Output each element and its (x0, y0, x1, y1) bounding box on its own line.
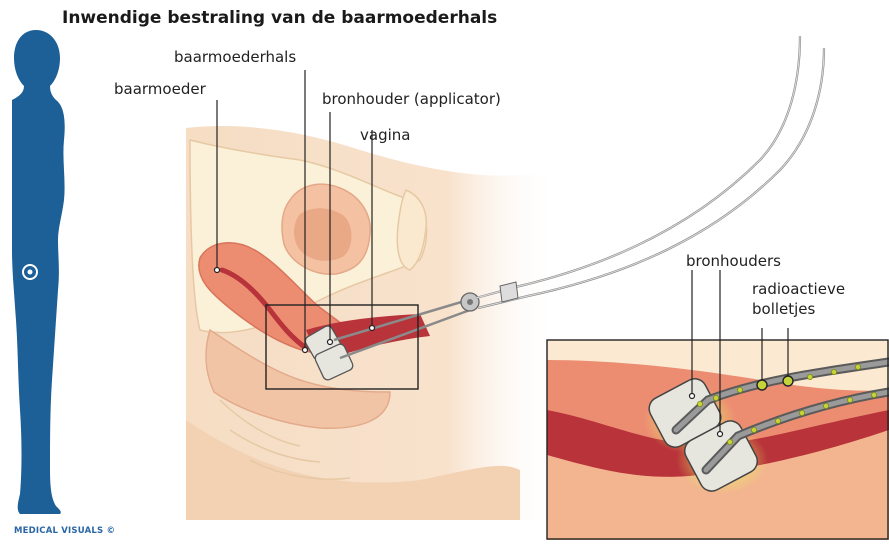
credit-text: MEDICAL VISUALS © (14, 526, 115, 536)
diagram-title: Inwendige bestraling van de baarmoederha… (62, 8, 497, 28)
label-radioactieve: radioactieve (752, 280, 845, 298)
label-baarmoeder: baarmoeder (114, 80, 206, 98)
body-silhouette (12, 30, 65, 514)
label-vagina: vagina (360, 126, 410, 144)
label-bronhouders: bronhouders (686, 252, 781, 270)
inset-magnified-view (547, 270, 889, 540)
label-baarmoederhals: baarmoederhals (174, 48, 296, 66)
label-bronhouder-applicator: bronhouder (applicator) (322, 90, 501, 108)
label-bolletjes: bolletjes (752, 300, 815, 318)
